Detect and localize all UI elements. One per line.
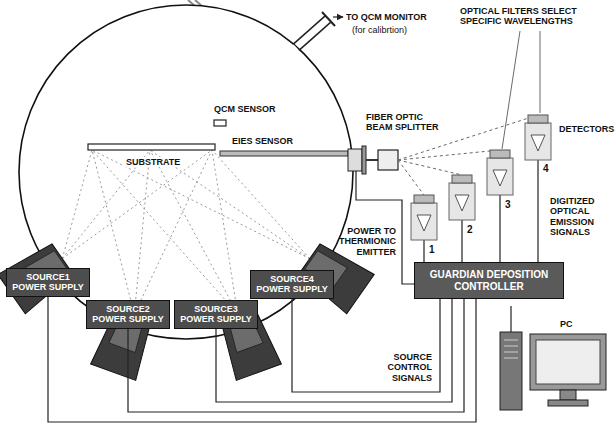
- callout-number: 2: [467, 224, 473, 236]
- pc-monitor: [530, 334, 606, 390]
- qcm-flange: [322, 12, 335, 26]
- box-text: SOURCE3 POWER SUPPLY: [179, 304, 253, 325]
- callout-number: 1: [429, 244, 435, 256]
- fiber-branch: [398, 150, 500, 160]
- vapor-plume: [212, 150, 310, 259]
- pc-tower: [500, 332, 522, 410]
- filter-leader: [502, 31, 520, 149]
- substrate: [88, 144, 215, 150]
- controller-box: GUARDIAN DEPOSITION CONTROLLER: [414, 262, 564, 299]
- diagram-label: DIGITIZED OPTICAL EMISSION SIGNALS: [550, 196, 612, 237]
- port-flange: [362, 146, 366, 174]
- detector-body: [487, 158, 513, 195]
- diagram-label: QCM SENSOR: [214, 104, 276, 114]
- box-text: GUARDIAN DEPOSITION CONTROLLER: [421, 269, 557, 292]
- diagram-label: SOURCE CONTROL SIGNALS: [356, 352, 432, 383]
- amplifier-symbol: [493, 170, 507, 186]
- tower-slot: [504, 346, 518, 347]
- tower-slot: [504, 352, 518, 353]
- optical-filter: [414, 195, 434, 203]
- optical-filter: [452, 175, 472, 183]
- power-supply-box: SOURCE1 POWER SUPPLY: [6, 268, 90, 297]
- qcm-arrow: [333, 16, 343, 17]
- diagram-label: FIBER OPTIC BEAM SPLITTER: [366, 112, 442, 133]
- beam-splitter: [378, 150, 398, 170]
- diagram-label: POWER TO THERMIONIC EMITTER: [334, 226, 396, 257]
- detector-body: [525, 123, 551, 160]
- eies-sensor: [220, 151, 348, 156]
- vapor-plume: [134, 150, 212, 314]
- vapor-plume: [62, 150, 212, 259]
- control-signal-wire: [48, 297, 476, 422]
- monitor-stand: [560, 390, 576, 400]
- detector-signal-wire: [499, 195, 500, 262]
- tower-slot: [504, 340, 518, 341]
- control-signal-wire: [128, 299, 464, 412]
- vapor-plume: [92, 150, 134, 314]
- vapor-plume: [92, 150, 310, 259]
- box-text: SOURCE4 POWER SUPPLY: [255, 274, 329, 295]
- box-text: SOURCE1 POWER SUPPLY: [11, 272, 85, 293]
- detector-signal-wire: [423, 240, 424, 262]
- vapor-plume: [62, 150, 92, 259]
- amplifier-symbol: [455, 195, 469, 211]
- tower-slot: [504, 358, 518, 359]
- control-signal-wire: [292, 299, 440, 392]
- diagram-label: DETECTORS: [559, 124, 614, 134]
- monitor-screen: [536, 340, 600, 384]
- diagram-label: (for calibrtion): [352, 25, 407, 35]
- fiber-branch: [398, 160, 424, 195]
- diagram-label: EIES SENSOR: [232, 136, 293, 146]
- power-supply-box: SOURCE2 POWER SUPPLY: [86, 300, 170, 329]
- vapor-plume: [150, 150, 238, 314]
- optical-fiber: [366, 159, 378, 161]
- optical-filter: [490, 150, 510, 158]
- vapor-plume: [212, 150, 238, 314]
- filter-leader: [540, 31, 541, 113]
- diagram-label: SUBSTRATE: [124, 157, 182, 167]
- optical-filter: [528, 115, 548, 123]
- box-text: SOURCE2 POWER SUPPLY: [91, 304, 165, 325]
- power-supply-box: SOURCE3 POWER SUPPLY: [174, 300, 258, 329]
- diagram-label: TO QCM MONITOR: [346, 12, 427, 22]
- qcm-tube: [282, 47, 296, 60]
- detector-body: [411, 203, 437, 240]
- qcm-sensor: [214, 120, 226, 126]
- diagram-label: PC: [560, 319, 573, 329]
- fiber-branch: [398, 160, 462, 175]
- amplifier-symbol: [531, 135, 545, 151]
- detector-body: [449, 183, 475, 220]
- vapor-plume: [134, 150, 150, 314]
- callout-number: 3: [505, 199, 511, 211]
- callout-number: 4: [543, 163, 549, 175]
- pc-cable: [510, 306, 511, 332]
- detector-signal-wire: [537, 160, 538, 262]
- amplifier-symbol: [417, 215, 431, 231]
- power-supply-box: SOURCE4 POWER SUPPLY: [250, 270, 334, 299]
- vapor-plume: [92, 150, 238, 314]
- monitor-base: [548, 400, 588, 406]
- diagram-label: OPTICAL FILTERS SELECT SPECIFIC WAVELENG…: [460, 6, 612, 27]
- chamber-port: [348, 149, 362, 171]
- detector-signal-wire: [461, 220, 462, 262]
